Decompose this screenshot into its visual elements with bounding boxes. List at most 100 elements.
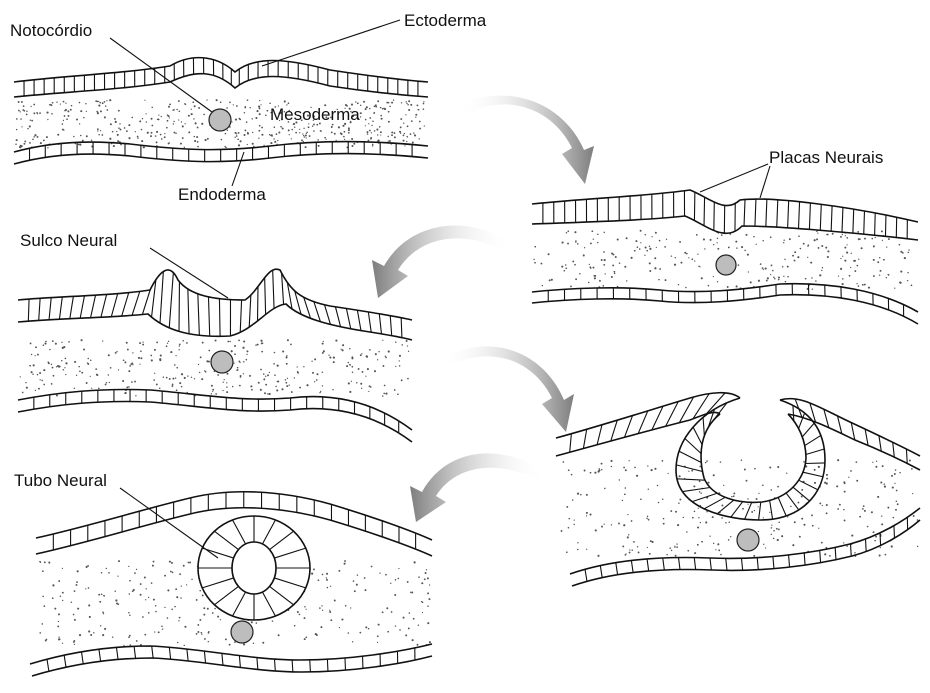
speckle [257, 344, 259, 346]
speckle [567, 243, 569, 245]
speckle [399, 365, 400, 366]
speckle [115, 599, 117, 601]
speckle [136, 640, 138, 642]
speckle [872, 462, 873, 463]
speckle [303, 141, 304, 142]
speckle [321, 605, 322, 606]
label-placas-neurais: Placas Neurais [769, 149, 883, 166]
speckle [156, 384, 158, 386]
speckle [770, 236, 772, 238]
speckle [50, 104, 52, 106]
speckle [119, 123, 120, 124]
speckle [364, 577, 366, 579]
speckle [611, 276, 613, 278]
speckle [22, 392, 24, 394]
speckle [675, 555, 677, 557]
speckle [327, 587, 329, 589]
speckle [243, 134, 245, 136]
speckle [390, 583, 391, 584]
speckle [854, 552, 856, 554]
speckle [332, 389, 333, 390]
speckle [412, 639, 414, 641]
speckle [313, 568, 315, 570]
speckle [164, 136, 166, 138]
speckle [153, 379, 155, 381]
speckle [387, 136, 388, 137]
speckle [22, 109, 24, 111]
speckle [888, 238, 890, 240]
speckle [826, 478, 828, 480]
speckle [913, 515, 915, 517]
speckle [728, 246, 730, 248]
speckle [99, 601, 101, 603]
speckle [657, 485, 658, 486]
speckle [68, 115, 70, 117]
speckle [372, 144, 374, 146]
speckle [175, 588, 177, 590]
speckle [662, 460, 664, 462]
speckle [423, 101, 424, 102]
speckle [615, 256, 617, 258]
speckle [237, 369, 238, 370]
speckle [147, 132, 149, 134]
speckle [407, 345, 408, 346]
speckle [142, 344, 144, 346]
speckle [44, 561, 46, 563]
speckle [110, 123, 112, 125]
speckle [47, 147, 48, 148]
speckle [377, 134, 378, 135]
speckle [597, 555, 599, 557]
speckle [203, 114, 205, 116]
speckle [892, 486, 894, 488]
speckle [246, 354, 247, 355]
speckle [46, 136, 48, 138]
speckle [156, 131, 158, 133]
speckle [160, 354, 162, 356]
speckle [324, 137, 326, 139]
speckle [403, 140, 405, 142]
speckle [20, 376, 21, 377]
speckle [851, 535, 853, 537]
speckle [894, 473, 896, 475]
speckle [839, 504, 841, 506]
speckle [103, 595, 105, 597]
speckle [427, 622, 429, 624]
speckle [172, 572, 174, 574]
speckle [399, 629, 401, 631]
speckle [840, 236, 842, 238]
speckle [323, 341, 324, 342]
speckle [731, 496, 732, 497]
speckle [129, 365, 131, 367]
speckle [408, 351, 409, 352]
speckle [196, 136, 198, 138]
speckle [189, 561, 191, 563]
speckle [184, 645, 185, 646]
cell-wall [310, 660, 311, 672]
speckle [37, 374, 39, 376]
speckle [63, 101, 65, 103]
speckle [260, 340, 262, 342]
speckle [166, 345, 168, 347]
speckle [259, 125, 261, 127]
speckle [649, 248, 651, 250]
speckle [54, 608, 56, 610]
speckle [259, 108, 261, 110]
speckle [894, 483, 895, 484]
cell-wall [28, 299, 29, 321]
speckle [64, 367, 65, 368]
speckle [154, 631, 155, 632]
speckle [217, 374, 219, 376]
speckle [263, 378, 265, 380]
speckle [118, 110, 120, 112]
speckle [588, 282, 590, 284]
speckle [680, 262, 682, 264]
speckle [844, 520, 846, 522]
speckle [83, 117, 85, 119]
speckle [693, 485, 695, 487]
speckle [201, 632, 203, 634]
speckle [286, 363, 288, 365]
speckle [306, 137, 307, 138]
speckle [148, 612, 150, 614]
speckle [79, 370, 81, 372]
speckle [306, 133, 307, 134]
